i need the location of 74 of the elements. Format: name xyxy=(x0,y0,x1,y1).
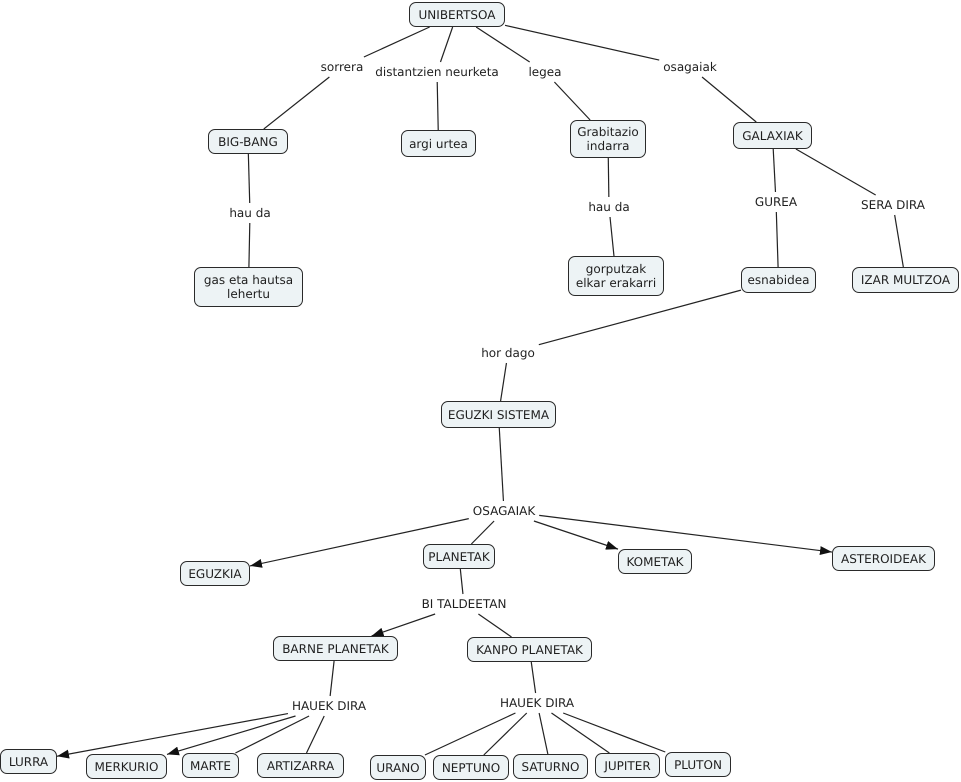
concept-box: UNIBERTSOA xyxy=(409,2,505,27)
connector-line xyxy=(498,428,504,502)
connector-line xyxy=(330,660,335,696)
concept-box: ARTIZARRA xyxy=(257,753,344,778)
connector-line xyxy=(796,148,876,196)
concept-box: URANO xyxy=(370,755,426,780)
connector-line xyxy=(263,76,330,130)
connector-line xyxy=(562,712,666,753)
concept-box: KOMETAK xyxy=(618,549,692,574)
concept-box: MERKURIO xyxy=(86,754,167,779)
concept-box: EGUZKI SISTEMA xyxy=(441,401,556,428)
concept-box: Grabitazio indarra xyxy=(570,120,646,158)
concept-box: JUPITER xyxy=(595,753,660,778)
arrow xyxy=(539,514,832,556)
connector-line xyxy=(500,362,508,402)
concept-box: BIG-BANG xyxy=(208,129,288,154)
linking-phrase: hor dago xyxy=(480,346,536,360)
arrow xyxy=(250,518,469,568)
arrow xyxy=(56,713,288,758)
concept-box: KANPO PLANETAK xyxy=(467,637,592,662)
connector-line xyxy=(470,520,495,544)
concept-box: ASTEROIDEAK xyxy=(832,546,935,571)
concept-box: NEPTUNO xyxy=(433,755,509,780)
connector-line xyxy=(776,212,779,268)
connector-line xyxy=(424,712,516,756)
linking-phrase: HAUEK DIRA xyxy=(498,696,576,710)
linking-phrase: hau da xyxy=(587,200,631,214)
linking-phrase: BI TALDEETAN xyxy=(420,597,508,611)
linking-phrase: SERA DIRA xyxy=(860,198,926,212)
linking-phrase: HAUEK DIRA xyxy=(290,699,368,713)
connector-line xyxy=(483,712,528,756)
concept-box: LURRA xyxy=(0,749,57,774)
connector-line xyxy=(504,24,660,61)
connector-line xyxy=(364,26,430,58)
concept-box: GALAXIAK xyxy=(733,122,812,149)
connector-line xyxy=(554,82,591,120)
concept-box: BARNE PLANETAK xyxy=(273,636,398,661)
linking-phrase: GUREA xyxy=(754,195,798,209)
concept-box: gorputzak elkar erakarri xyxy=(568,256,664,296)
connector-line xyxy=(702,76,757,122)
concept-box: EGUZKIA xyxy=(180,561,250,586)
connector-line xyxy=(772,148,776,192)
concept-box: IZAR MULTZOA xyxy=(852,267,959,293)
connector-line xyxy=(530,662,536,694)
arrow xyxy=(534,520,618,550)
arrow xyxy=(166,715,296,756)
concept-box: esnabidea xyxy=(741,267,816,293)
concept-box: SATURNO xyxy=(513,754,588,779)
concept-box: argi urtea xyxy=(401,130,476,157)
concept-box: MARTE xyxy=(182,753,239,778)
connector-line xyxy=(538,290,742,346)
concept-box: PLANETAK xyxy=(423,544,495,569)
connector-line xyxy=(538,712,548,754)
connector-line xyxy=(478,614,512,638)
linking-phrase: legea xyxy=(527,65,563,79)
connector-line xyxy=(460,568,464,594)
connector-line xyxy=(436,82,439,130)
connector-line xyxy=(235,715,310,754)
concept-box: PLUTON xyxy=(665,752,731,777)
connector-line xyxy=(551,712,610,754)
connector-line xyxy=(248,154,250,204)
connector-line xyxy=(306,716,325,754)
connector-line xyxy=(440,26,454,62)
linking-phrase: OSAGAIAK xyxy=(472,504,536,518)
linking-phrase: distantzien neurketa xyxy=(374,65,500,79)
linking-phrase: hau da xyxy=(228,206,272,220)
connector-line xyxy=(476,26,530,62)
connector-line xyxy=(609,216,615,256)
concept-box: gas eta hautsa lehertu xyxy=(194,267,303,307)
connector-line xyxy=(248,222,250,268)
arrow xyxy=(371,613,436,637)
connector-line xyxy=(608,158,610,198)
linking-phrase: osagaiak xyxy=(662,60,718,74)
connector-line xyxy=(894,214,904,268)
